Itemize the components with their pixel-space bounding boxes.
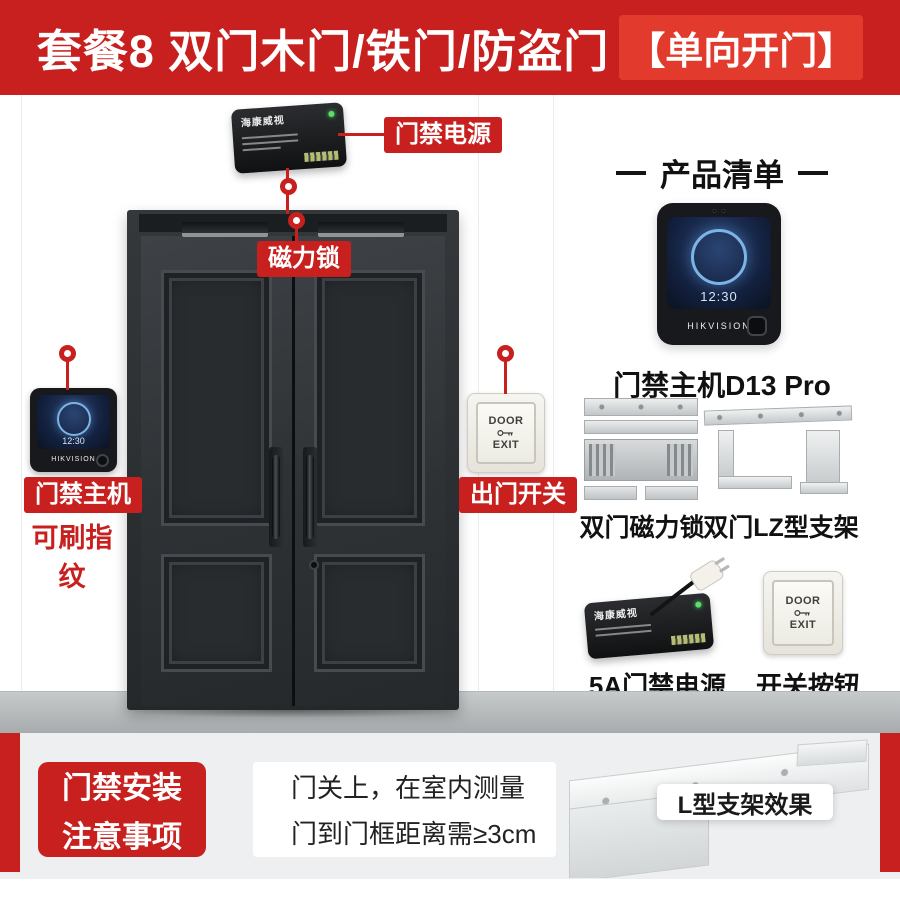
device-screen: 12:30 [667,217,771,309]
right-red-bar [880,733,900,872]
door-panel [314,554,425,672]
device-brand: HIKVISION [687,321,751,331]
bracket-caption: L型支架效果 [657,784,833,820]
key-icon [497,429,513,437]
product-bracket [703,396,856,506]
maglock-connector-line [295,226,298,244]
face-outline-icon [56,402,91,436]
key-icon [794,609,810,617]
wall-exit-button: DOOR EXIT [467,393,545,473]
maglock-bracket [584,398,698,416]
product-maglock [584,398,698,500]
maglock-right [318,222,404,237]
door-panel [161,270,272,526]
product-maglock-label: 双门磁力锁 [579,514,705,542]
exit-door-word: DOOR [785,594,821,607]
power-plug [690,557,730,591]
fingerprint-note: 可刷指纹 [31,523,113,592]
door-panel [161,554,272,672]
bracket-base-plate [800,482,848,494]
host-callout-label: 门禁主机 [24,477,142,513]
spec-text-line [241,133,298,140]
bracket-l-piece [806,430,840,486]
maglock-body [584,439,698,481]
bracket-vertical-plate [718,430,734,480]
maglock-callout-label: 磁力锁 [257,241,351,277]
face-outline-icon [691,229,747,285]
product-power-supply: 海康威视 [583,556,738,660]
power-connector-line [338,133,385,136]
double-door [127,210,459,710]
product-bracket-label: 双门LZ型支架 [703,514,859,542]
power-anchor-ring [280,178,297,195]
product-access-panel: 12:30 HIKVISION [657,203,781,345]
device-time: 12:30 [62,436,85,446]
door-handle-left [272,455,280,539]
warning-line2: 注意事项 [62,821,182,854]
maglock-armature-plates [584,486,698,500]
wall-power-supply: 海康威视 [230,102,348,174]
product-list-title-text: 产品清单 [660,158,784,193]
device-brand: HIKVISION [51,456,96,463]
banner: 套餐8 双门木门/铁门/防盗门 【单向开门】 [0,0,900,95]
terminal-block [304,150,339,162]
camera-dots-icon [712,209,726,213]
bracket-effect-photo: L型支架效果 [565,736,877,878]
lock-cylinder [309,560,319,570]
power-cable [650,557,730,616]
maglock-anchor-ring [288,212,305,229]
maglock-fins [589,444,615,476]
left-red-bar [0,733,20,872]
exit-callout-label: 出门开关 [459,477,577,513]
door-center-gap [292,236,295,706]
product-exit-button: DOOR EXIT [763,571,843,655]
maglock-fins [667,444,693,476]
tip-line2: 门到门框距离需≥3cm [291,819,537,849]
door-handle-right [306,455,314,539]
power-callout-label: 门禁电源 [384,117,502,153]
product-list-title: 产品清单 [594,150,850,195]
host-anchor-ring [59,345,76,362]
spec-text-line [242,139,299,146]
banner-highlight: 【单向开门】 [619,15,864,80]
exit-button-face: DOOR EXIT [476,402,536,464]
exit-anchor-ring [497,345,514,362]
door-leaf-left [141,236,292,706]
fingerprint-sensor-icon [747,316,767,336]
warning-box: 门禁安装 注意事项 [38,762,206,857]
dash-icon [798,170,828,175]
power-led [328,110,335,118]
exit-button-face: DOOR EXIT [772,580,834,646]
wall-panel-line [553,95,554,692]
dash-icon [616,170,646,175]
exit-door-word: DOOR [488,414,524,427]
host-connector-line [66,354,69,390]
device-screen: 12:30 [37,395,110,449]
exit-exit-word: EXIT [789,619,817,631]
banner-title: 套餐8 双门木门/铁门/防盗门 [36,26,610,77]
bracket-horizontal-plate [718,476,792,489]
power-supply-brand: 海康威视 [240,115,286,130]
wall-access-panel: 12:30 HIKVISION [30,388,117,472]
door-leaf-right [294,236,445,706]
tip-box: 门关上，在室内测量 门到门框距离需≥3cm [253,762,556,857]
wall-panel-line [21,95,22,692]
door-panel [314,270,425,526]
bracket-top-plate [703,405,853,426]
tip-line1: 门关上，在室内测量 [291,773,526,803]
maglock-left [182,222,268,237]
exit-exit-word: EXIT [492,439,520,451]
product-access-panel-label: 门禁主机D13 Pro [613,370,831,401]
fingerprint-sensor-icon [96,454,109,467]
spec-text-line [242,146,281,152]
warning-line1: 门禁安装 [62,772,182,805]
device-time: 12:30 [700,289,738,304]
exit-connector-line [504,354,507,394]
maglock-bracket [584,420,698,434]
